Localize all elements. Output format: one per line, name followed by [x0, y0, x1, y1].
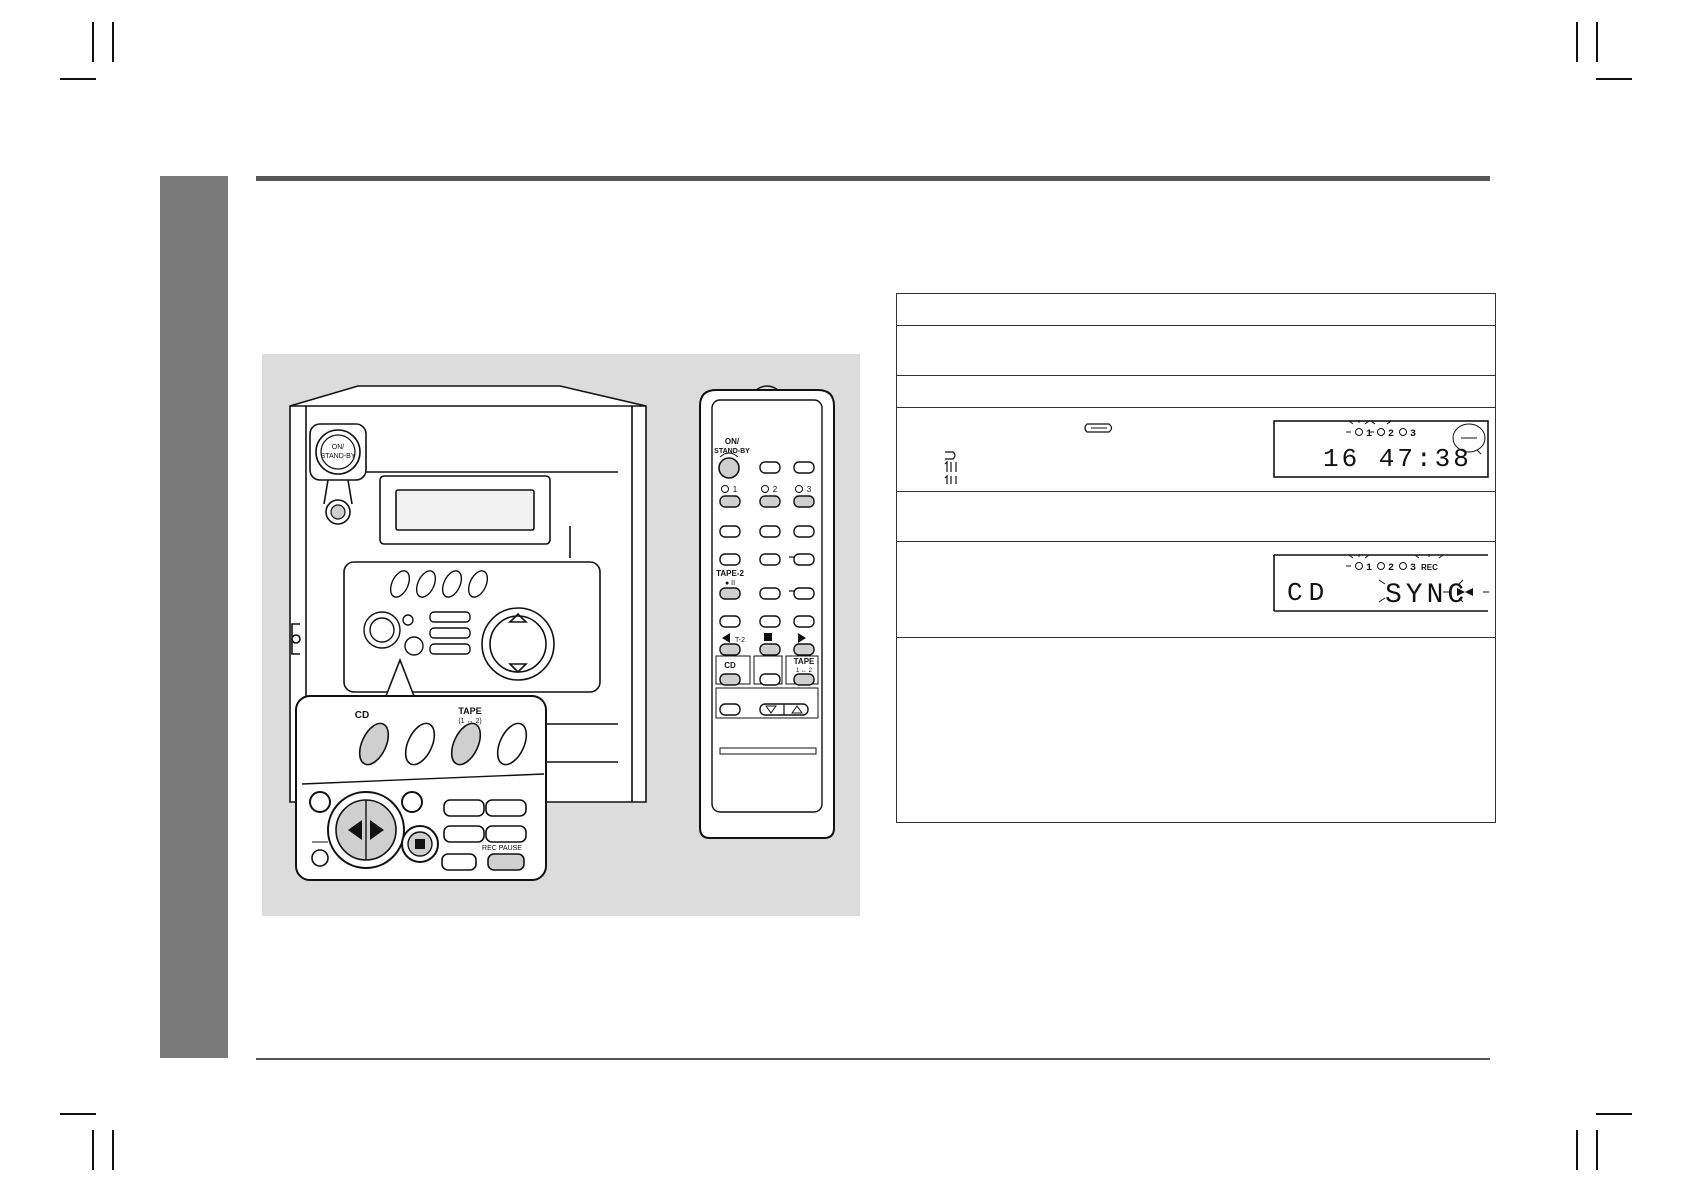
remote-cd-label: CD	[724, 661, 736, 670]
step-row	[897, 376, 1495, 408]
remote-on-label: ON/	[725, 437, 740, 446]
crop-mark	[1576, 1130, 1578, 1170]
remote-disc-2-label: 2	[773, 485, 778, 494]
step-row: 1 2 3 REC CD SYNC	[897, 542, 1495, 638]
crop-mark	[1596, 1130, 1598, 1170]
crop-mark	[92, 22, 94, 62]
lcd-display-sync: 1 2 3 REC CD SYNC	[1273, 554, 1489, 612]
lcd-clock-disc-1: 1	[1366, 429, 1372, 440]
unit-on-label: ON/	[332, 444, 345, 451]
crop-mark	[1576, 22, 1578, 62]
crop-mark	[60, 1113, 96, 1115]
lcd-display-clock: 1 2 3 16 47:38	[1273, 420, 1489, 478]
crop-mark	[1596, 22, 1598, 62]
reverse-mode-icon	[1084, 423, 1113, 433]
unit-zoom-callout	[295, 695, 547, 881]
lcd-clock-disc-3: 3	[1410, 429, 1416, 440]
unit-rec-pause-label: REC PAUSE	[482, 845, 522, 852]
remote-tape2-symbol: ● II	[725, 580, 735, 587]
crop-mark	[1596, 1113, 1632, 1115]
unit-tape-12-label: (1 ↔ 2)	[458, 718, 481, 725]
step-row: 1 2 3 16 47:38	[897, 408, 1495, 492]
remote-control	[699, 385, 835, 839]
unit-standby-label: STAND-BY	[321, 453, 356, 460]
crop-mark	[92, 1130, 94, 1170]
lcd-rec-indicator: REC	[1421, 563, 1438, 572]
illustration-panel: ON/ STAND-BY	[262, 354, 860, 916]
crop-mark	[1596, 78, 1632, 80]
bottom-rule	[256, 1058, 1490, 1060]
lcd-sync-disc-1: 1	[1366, 563, 1372, 574]
unit-tape-label: TAPE	[458, 706, 481, 716]
remote-tape-label: TAPE	[794, 657, 815, 666]
lcd-mode: SYNC	[1385, 580, 1468, 611]
lcd-clock-readout: 16 47:38	[1323, 444, 1472, 474]
lcd-source: CD	[1287, 578, 1330, 608]
crop-mark	[112, 22, 114, 62]
crop-mark	[60, 78, 96, 80]
lcd-clock-disc-2: 2	[1388, 429, 1394, 440]
crop-mark	[112, 1130, 114, 1170]
step-row	[897, 492, 1495, 542]
remote-tape2-label: TAPE-2	[716, 569, 744, 578]
device-illustration: ON/ STAND-BY	[289, 385, 835, 881]
main-unit-buttons	[363, 570, 489, 656]
remote-disc-1-label: 1	[733, 485, 738, 494]
remote-tape-12-label: 1 ↔ 2	[796, 668, 813, 674]
top-rule	[256, 176, 1490, 181]
remote-t2-label: T-2	[735, 637, 745, 644]
lcd-sync-disc-2: 2	[1388, 563, 1394, 574]
unit-cd-label: CD	[355, 710, 369, 721]
reverse-mode-options-icon	[944, 451, 957, 484]
remote-standby-label: STAND-BY	[714, 448, 750, 455]
remote-disc-3-label: 3	[807, 485, 812, 494]
lcd-sync-disc-3: 3	[1410, 563, 1416, 574]
steps-table: 1 2 3 16 47:38 1 2 3 REC CD SYNC	[896, 293, 1496, 823]
step-row	[897, 638, 1495, 824]
unit-power-callout	[309, 423, 367, 525]
section-side-tab	[160, 176, 228, 1058]
step-row	[897, 294, 1495, 326]
step-row	[897, 326, 1495, 376]
